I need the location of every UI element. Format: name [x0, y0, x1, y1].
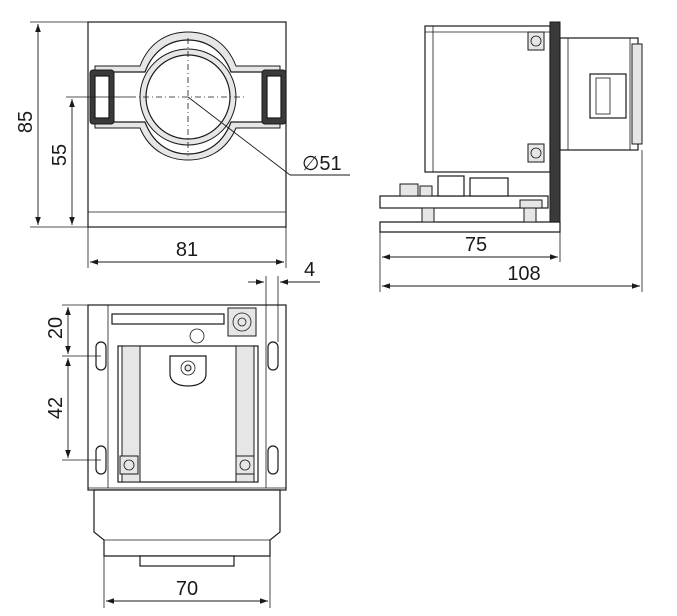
adjust-knob [227, 307, 257, 337]
bottom-view [87, 304, 287, 567]
edge-offset-label: 4 [304, 259, 315, 281]
width-label: 81 [176, 239, 198, 261]
pump-body-lower [93, 489, 281, 557]
side-view [379, 21, 643, 233]
base-plate [379, 221, 561, 233]
diameter-label: ∅51 [302, 153, 342, 175]
center-height-label: 55 [49, 144, 71, 166]
slot-spacing-label: 42 [45, 397, 67, 419]
total-length-label: 108 [507, 263, 540, 285]
front-plate [549, 21, 561, 233]
front-dimensions [30, 21, 287, 268]
height-label: 85 [15, 111, 37, 133]
slot-bottom-right [267, 445, 279, 475]
bottom-dimensions [62, 276, 320, 608]
base-length-label: 75 [465, 234, 487, 256]
front-view [87, 21, 350, 228]
slot-top-right [267, 341, 279, 371]
offset-top-label: 20 [45, 317, 67, 339]
side-dimensions [379, 150, 643, 292]
mount-width-label: 70 [176, 578, 198, 600]
